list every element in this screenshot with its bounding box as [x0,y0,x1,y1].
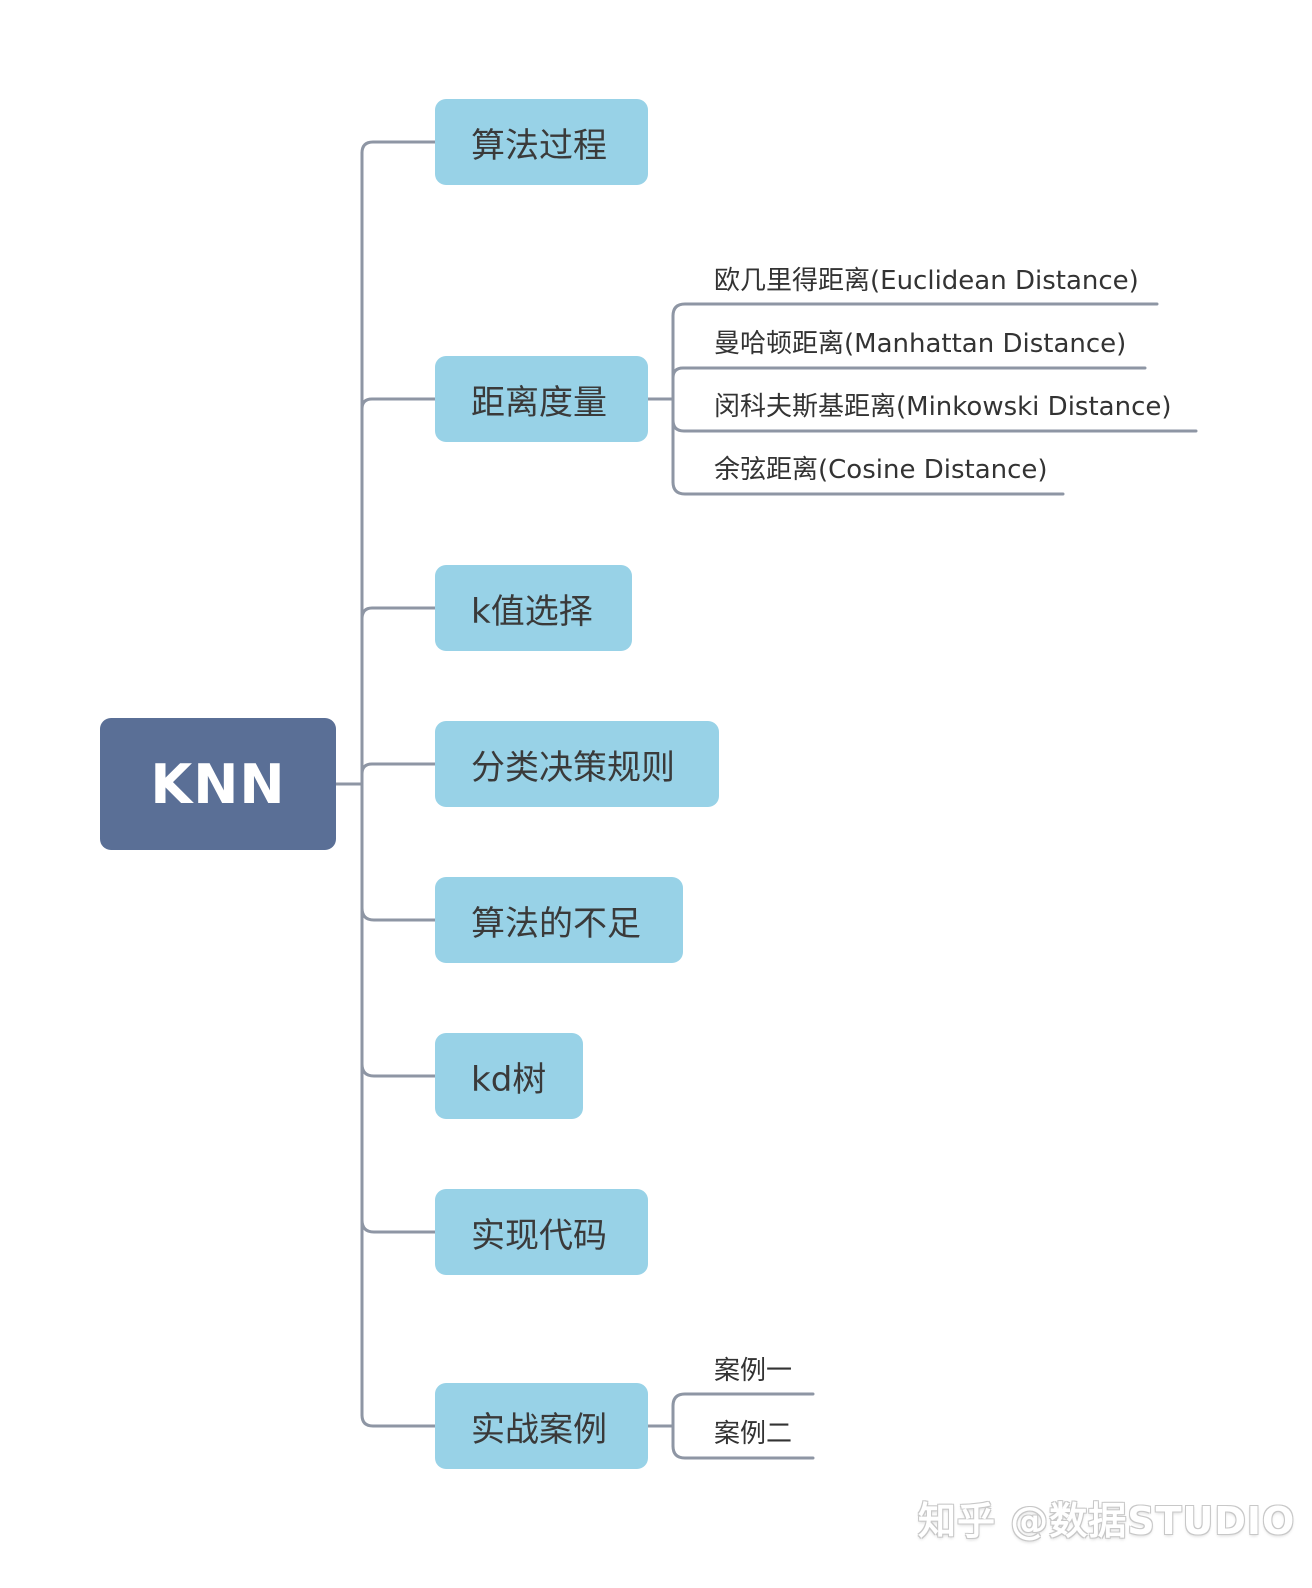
branch-node-k-selection: k值选择 [435,565,632,651]
connector-branch-2 [360,397,437,411]
connector-branch-5 [360,906,437,922]
leaf-euclidean-distance: 欧几里得距离(Euclidean Distance) [714,266,1139,296]
connector-leaf-2 [671,366,1147,380]
branch-node-implementation-code: 实现代码 [435,1189,648,1275]
leaf-minkowski-distance: 闵科夫斯基距离(Minkowski Distance) [714,392,1172,422]
branch-node-algorithm-process: 算法过程 [435,99,648,185]
connector-leaf-3 [671,418,1198,433]
watermark: 知乎 @数据STUDIO [918,1499,1296,1543]
leaf-manhattan-distance: 曼哈顿距离(Manhattan Distance) [714,329,1127,359]
leaf-case-one: 案例一 [714,1356,793,1386]
connector-branch-3 [360,606,437,621]
branch-node-practical-cases: 实战案例 [435,1383,648,1469]
connector-branch-6 [360,1062,437,1078]
branch-node-decision-rule: 分类决策规则 [435,721,719,807]
branch-node-kd-tree: kd树 [435,1033,583,1119]
branch-node-shortcomings: 算法的不足 [435,877,683,963]
connector-branch-4 [360,762,437,776]
connector-leaf-1 [671,302,1159,318]
connector-leaf-4 [671,480,1065,496]
leaf-cosine-distance: 余弦距离(Cosine Distance) [714,455,1048,485]
connector-branch-7 [360,1218,437,1234]
branch-node-distance-metric: 距离度量 [435,356,648,442]
connector-case-2 [671,1444,815,1460]
connector-case-1 [671,1392,815,1408]
root-node-knn: KNN [100,718,336,850]
connector-bottom-curve [360,1413,437,1428]
leaf-case-two: 案例二 [714,1419,793,1449]
connector-top-curve [360,140,437,155]
